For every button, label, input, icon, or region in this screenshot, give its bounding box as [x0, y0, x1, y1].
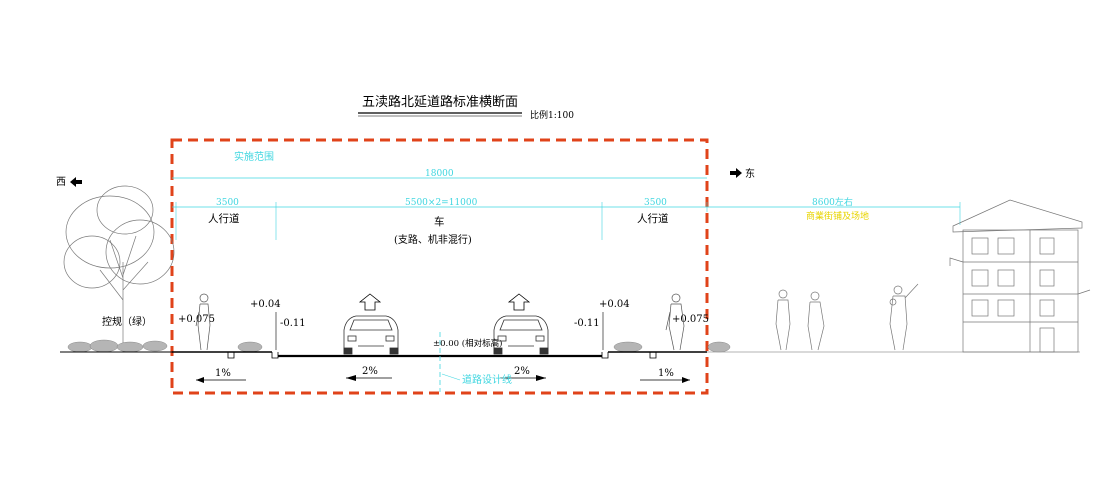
west-arrow-icon: [70, 177, 82, 187]
lane-note: (支路、机非混行): [394, 233, 472, 246]
slope-right-sidewalk: 1%: [658, 368, 674, 379]
design-line-label: 道路设计线: [462, 373, 512, 386]
green-space-label: 控规（绿）: [102, 315, 152, 328]
right-curb: [601, 352, 609, 359]
total-dimension-text: 18000: [425, 169, 454, 179]
right-sidewalk-dimension: 3500: [644, 198, 667, 208]
left-sidewalk-dimension: 3500: [216, 198, 239, 208]
lane-label: 车: [434, 215, 445, 228]
slope-left-road: 2%: [362, 366, 378, 377]
lane-arrow-left-icon: [358, 293, 382, 311]
car-left-icon: [343, 315, 399, 355]
carriageway-dimension: 5500×2=11000: [405, 198, 478, 208]
left-sidewalk-label: 人行道: [208, 212, 240, 225]
elevation-left-gutter: -0.11: [280, 318, 306, 329]
slope-left-sidewalk-arrow-icon: [196, 377, 204, 383]
implementation-range-box: [170, 138, 709, 395]
elevation-center: ±0.00 (相对标高): [433, 338, 502, 349]
elevation-right-outer: +0.075: [672, 314, 709, 325]
far-zone-note: 商業街铺及场地: [806, 210, 869, 222]
far-zone-dimension: 8600左右: [812, 196, 853, 208]
car-right-icon: [493, 315, 549, 355]
slope-left-road-arrow-icon: [346, 375, 356, 381]
right-sidewalk-label: 人行道: [637, 212, 669, 225]
elevation-right-gutter: -0.11: [574, 318, 600, 329]
drawing-title: 五渎路北延道路标准横断面: [362, 94, 518, 110]
elevation-left-curb: +0.04: [250, 299, 281, 310]
slope-right-sidewalk-arrow-icon: [682, 377, 690, 383]
building-icon: [949, 199, 1091, 353]
design-line-leader: [441, 373, 461, 381]
slope-left-sidewalk: 1%: [215, 368, 231, 379]
pedestrian-left-icon: [195, 293, 211, 351]
slope-right-road-arrow-icon: [536, 375, 546, 381]
pedestrian-right-icon: [665, 293, 685, 351]
lane-arrow-right-icon: [507, 293, 531, 311]
elevation-left-outer: +0.075: [178, 314, 215, 325]
slope-right-road: 2%: [514, 366, 530, 377]
left-curb: [271, 352, 279, 359]
bushes-right-curb: [613, 341, 731, 353]
pedestrian-group-icon: [775, 283, 919, 351]
west-label: 西: [56, 177, 66, 188]
east-arrow-icon: [730, 168, 742, 178]
left-curb-stone: [227, 352, 235, 359]
elevation-right-curb: +0.04: [599, 299, 630, 310]
tree-icon: [63, 185, 175, 345]
bushes-left-curb: [237, 341, 263, 353]
right-curb-stone: [649, 352, 657, 359]
east-label: 东: [745, 167, 755, 180]
implementation-range-label: 实施范围: [234, 150, 274, 163]
scale-label: 比例1:100: [530, 109, 574, 121]
bushes-left: [67, 339, 168, 353]
